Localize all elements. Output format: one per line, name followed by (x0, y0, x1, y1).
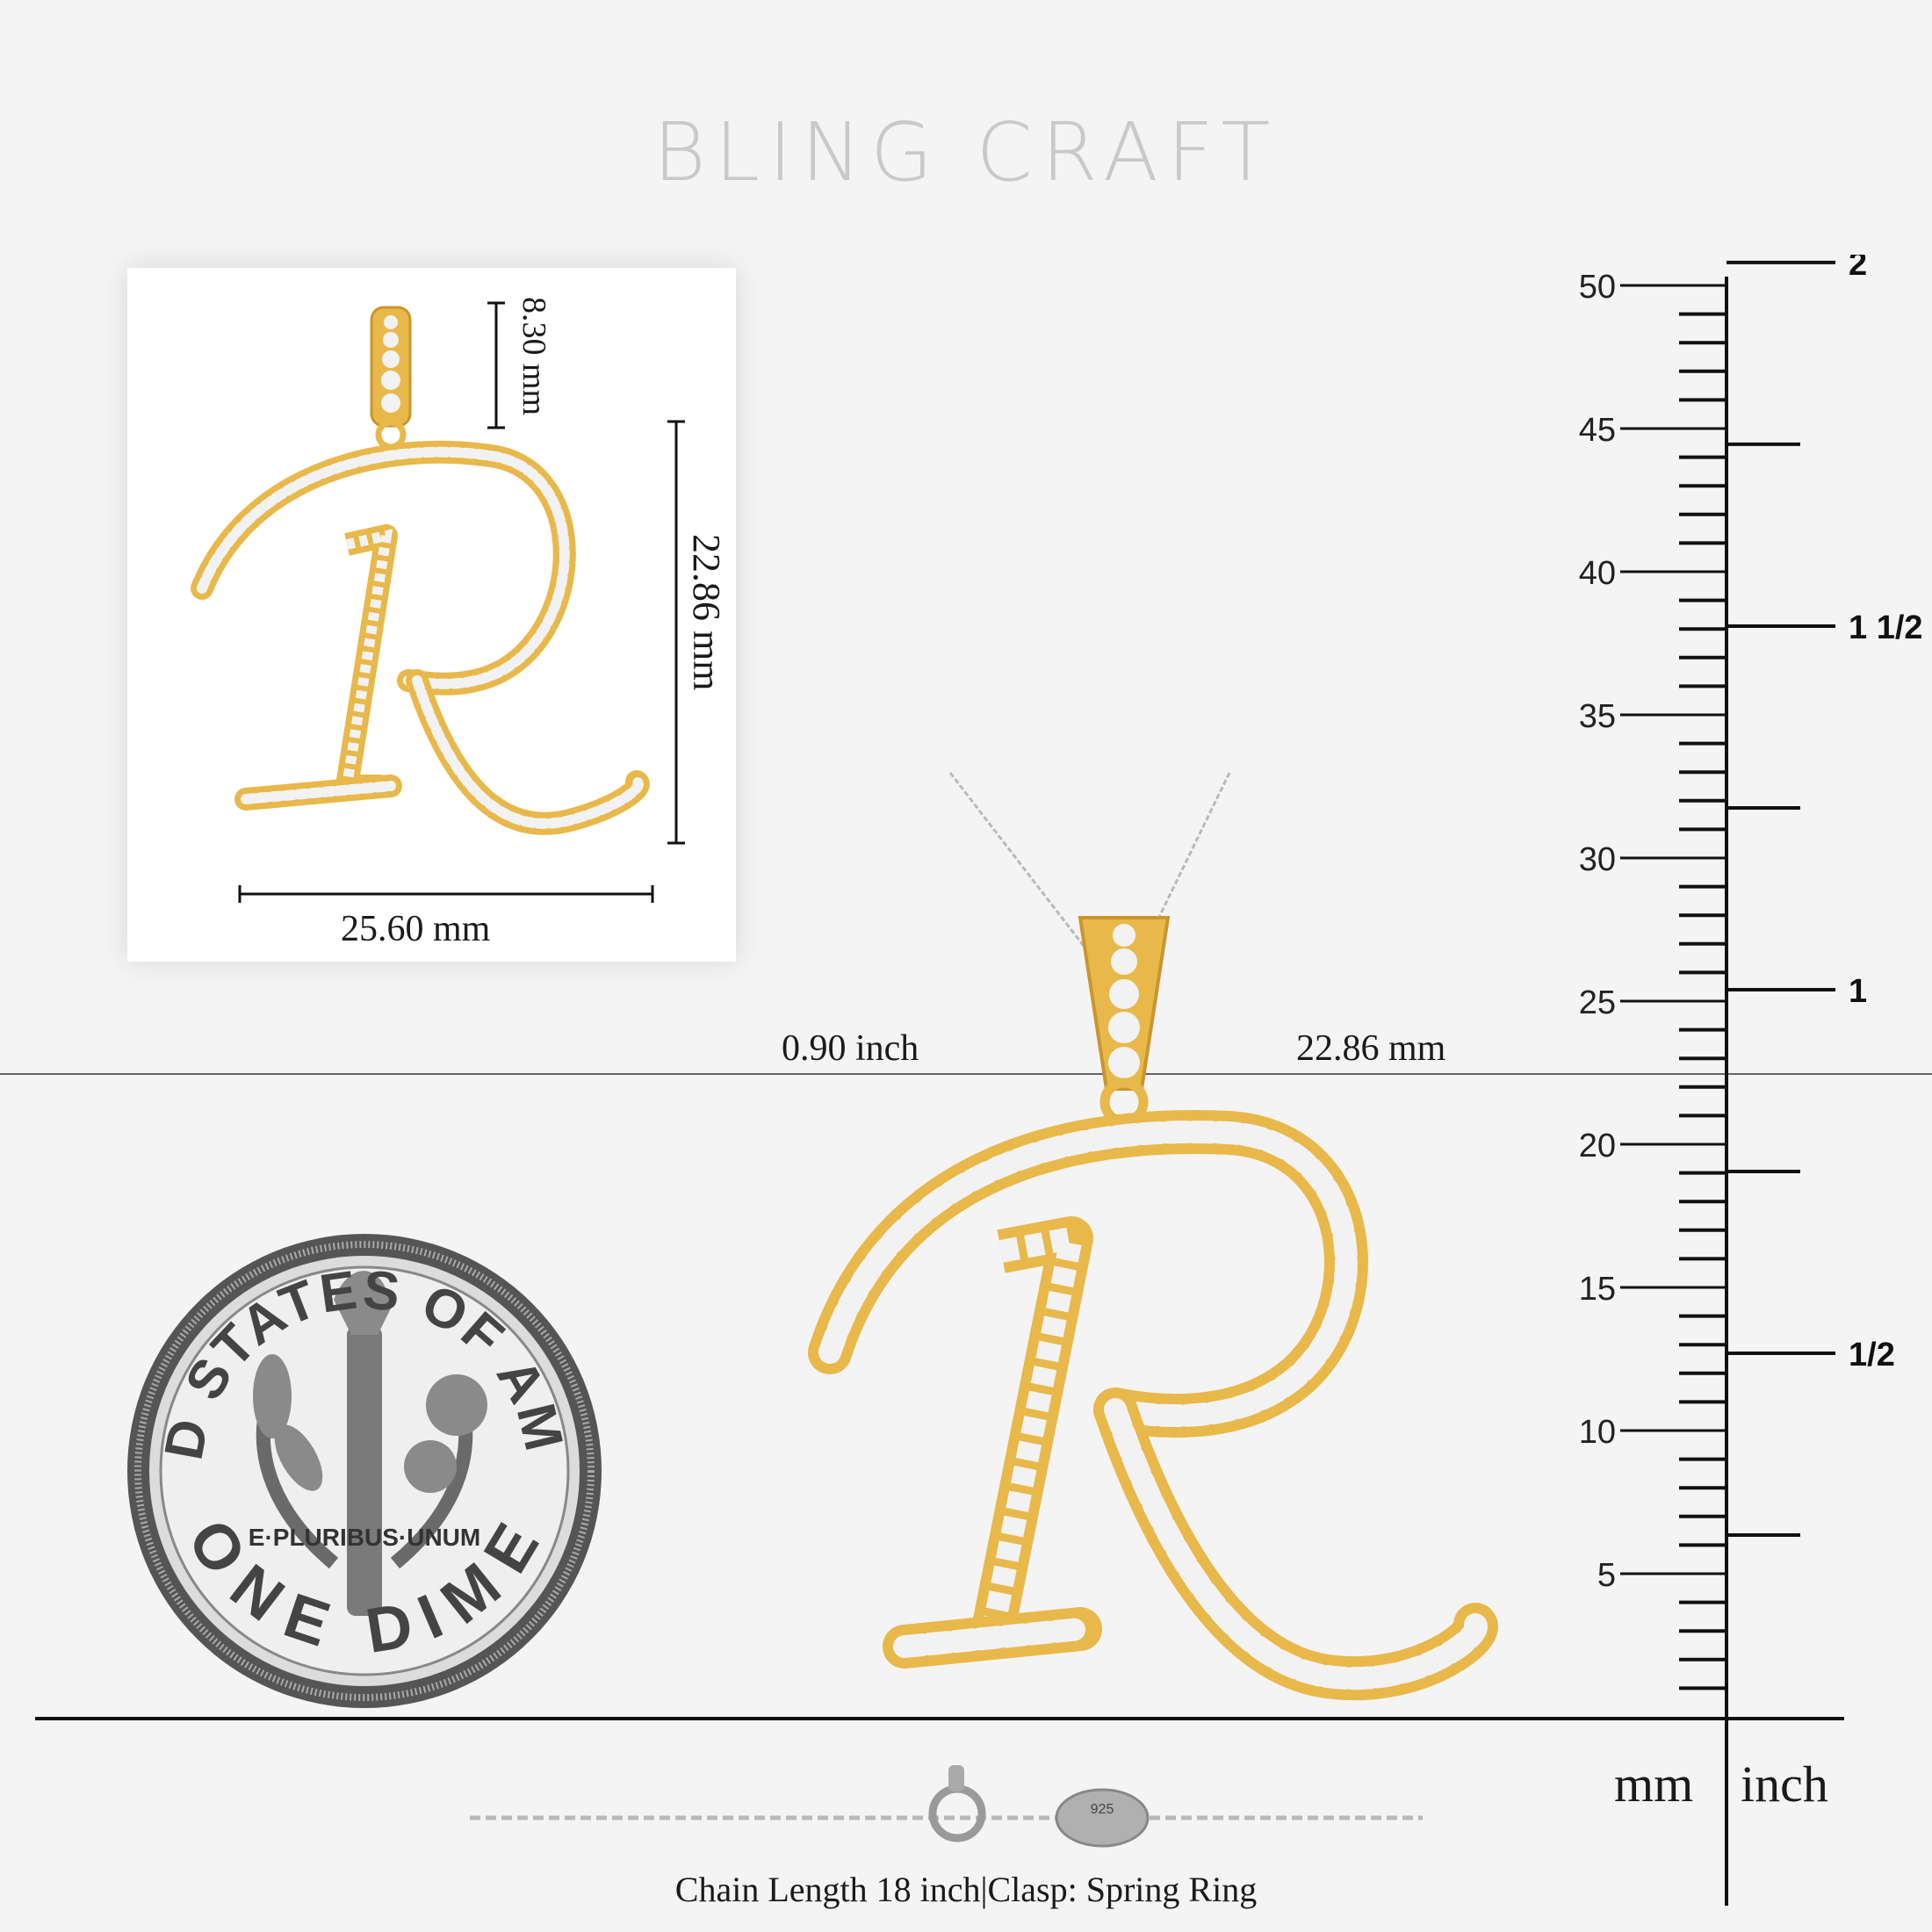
clasp-stamp: 925 (1091, 1802, 1114, 1817)
coin-motto: E·PLURIBUS·UNUM (249, 1524, 480, 1551)
main-pendant (808, 772, 1497, 1701)
mm-labels: 50 45 40 35 30 25 20 15 10 5 (1579, 269, 1616, 1594)
pendant-width-label: 25.60 mm (341, 909, 491, 949)
small-pendant-drawing (191, 301, 685, 903)
baseline (35, 1717, 1844, 1720)
dime-coin: UNITED STATES OF AMERICA ONE DIME E·PLUR… (123, 1229, 602, 1708)
mm-label: 30 (1579, 841, 1616, 878)
925-tag (1055, 1788, 1150, 1848)
bail-height-label: 8.30 mm (515, 297, 552, 416)
mm-label: 35 (1579, 698, 1616, 735)
spring-ring-clasp (928, 1784, 986, 1842)
mm-label: 50 (1579, 269, 1616, 306)
mm-label: 25 (1579, 984, 1616, 1021)
inch-label: 1/2 (1849, 1337, 1895, 1373)
width-inch-label: 0.90 inch (782, 1028, 919, 1069)
mm-label: 20 (1579, 1128, 1616, 1164)
mm-label: 10 (1579, 1414, 1616, 1451)
pendant-height-label: 22.86 mm (685, 534, 728, 691)
brand-logo: BLING CRAFT (652, 105, 1280, 199)
mm-label: 5 (1597, 1557, 1616, 1594)
inch-label: 1 1/2 (1849, 609, 1923, 646)
unit-inch-label: inch (1741, 1755, 1828, 1813)
width-reference-line (0, 1073, 1932, 1075)
mm-ticks (1620, 284, 1727, 1690)
unit-mm-label: mm (1614, 1755, 1694, 1813)
mm-label: 40 (1579, 555, 1616, 592)
mm-label: 15 (1579, 1271, 1616, 1308)
width-mm-label: 22.86 mm (1296, 1028, 1446, 1069)
ruler: 50 45 40 35 30 25 20 15 10 5 2 1 1/2 1 1/2 (1579, 255, 1923, 1906)
inch-ticks (1727, 260, 1835, 1537)
chain-with-clasp: 925 (470, 1765, 1423, 1848)
inch-labels: 2 1 1/2 1 1/2 (1849, 255, 1923, 1373)
mm-label: 45 (1579, 412, 1616, 449)
inch-label: 2 (1849, 255, 1867, 283)
inch-label: 1 (1849, 973, 1867, 1010)
chain-caption: Chain Length 18 inch|Clasp: Spring Ring (674, 1870, 1258, 1909)
dimension-card (127, 268, 736, 962)
